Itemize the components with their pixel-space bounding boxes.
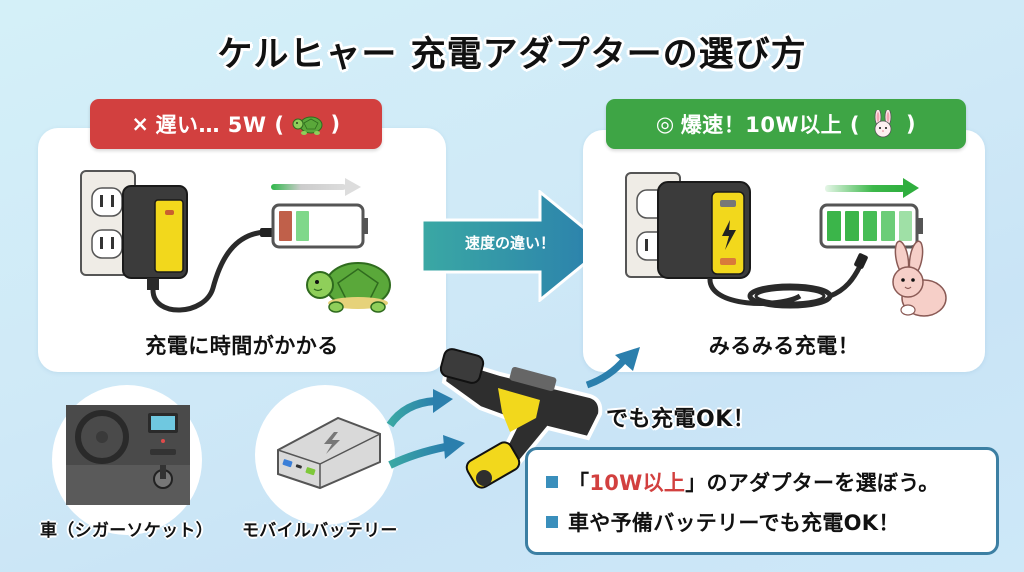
tips-box: 「 10W以上 」のアダプターを選ぼう。 車や予備バッテリーでも充電OK！ [525, 447, 999, 555]
tip-item: 「 10W以上 」のアダプターを選ぼう。 [546, 462, 996, 502]
bracket-open: 「 [568, 471, 590, 495]
low-battery-icon [271, 178, 368, 249]
tip-item: 車や予備バッテリーでも充電OK！ [546, 502, 996, 542]
fast-caption: みるみる充電！ [708, 334, 860, 358]
tip-text: 車や予備バッテリーでも充電OK！ [568, 511, 900, 535]
car-dashboard-icon [66, 405, 190, 505]
fast-adapter-icon [657, 181, 868, 309]
slow-badge-close: ) [330, 112, 341, 136]
ok-charge-text: でも充電OK！ [606, 407, 756, 432]
karcher-drill-icon [440, 348, 603, 489]
rabbit-illustration [892, 240, 947, 317]
fast-badge: ◎ 爆速！10W以上 ( ) [606, 99, 966, 149]
turtle-icon [292, 116, 322, 135]
tip-highlight: 10W以上 [589, 471, 686, 495]
fast-badge-text: 爆速！10W以上 ( [680, 113, 860, 137]
cross-symbol: × [131, 112, 150, 136]
double-circle-symbol: ◎ [655, 112, 675, 136]
car-label: 車（シガーソケット） [40, 521, 213, 541]
slow-badge-text: 遅い… 5W ( [155, 113, 285, 137]
slow-caption: 充電に時間がかかる [145, 334, 339, 358]
speed-difference-arrow [420, 190, 609, 302]
power-bank-icon [277, 416, 381, 490]
slow-badge: × 遅い… 5W ( ) [90, 99, 382, 149]
square-bullet-icon [546, 516, 558, 528]
power-bank-label: モバイルバッテリー [242, 521, 398, 541]
drill-arrow-icon [585, 347, 640, 389]
turtle-illustration [306, 262, 391, 313]
fast-badge-close: ) [906, 112, 917, 136]
rabbit-icon [874, 110, 892, 138]
speed-difference-label: 速度の違い！ [464, 234, 555, 252]
curved-arrows-icon [386, 389, 465, 469]
slow-adapter-icon [122, 185, 274, 313]
full-battery-icon [819, 178, 923, 249]
tip-text: 」のアダプターを選ぼう。 [685, 471, 940, 495]
square-bullet-icon [546, 476, 558, 488]
page-title: ケルヒャー 充電アダプターの選び方 [217, 35, 807, 75]
